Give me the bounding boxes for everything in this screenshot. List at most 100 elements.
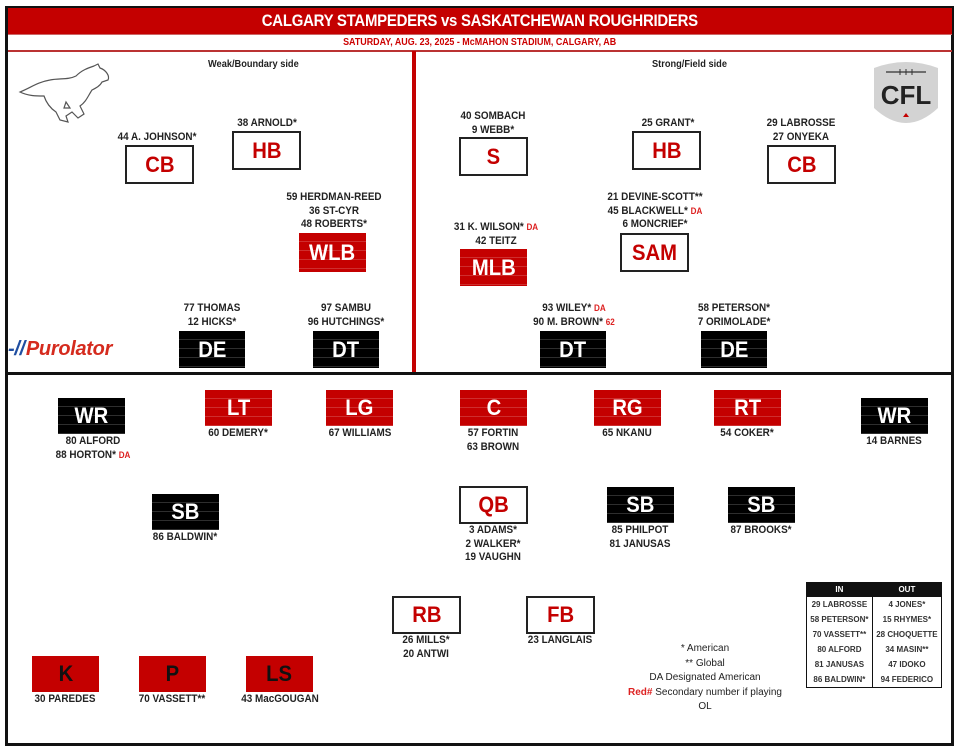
- position-rb[interactable]: RB: [392, 596, 461, 634]
- da-tag: DA: [526, 222, 539, 232]
- player-name: 67 WILLIAMS: [328, 427, 392, 439]
- player-name: 87 BROOKS*: [730, 524, 792, 536]
- player-name: 6 MONCRIEF*: [622, 218, 688, 230]
- position-c[interactable]: C: [460, 390, 527, 426]
- position-fb[interactable]: FB: [526, 596, 595, 634]
- sam-players: 21 DEVINE-SCOTT** 45 BLACKWELL* DA 6 MON…: [592, 191, 718, 232]
- position-wr-right[interactable]: WR: [861, 398, 928, 434]
- position-wr-left[interactable]: WR: [58, 398, 125, 434]
- player-name: 30 PAREDES: [34, 693, 96, 705]
- position-lt[interactable]: LT: [205, 390, 272, 426]
- hb-weak-players: 38 ARNOLD*: [222, 117, 312, 131]
- legend-american: * American: [680, 643, 730, 654]
- player-name: 54 COKER*: [720, 427, 774, 439]
- game-info-text: SATURDAY, AUG. 23, 2025 - McMAHON STADIU…: [343, 36, 617, 48]
- game-info: SATURDAY, AUG. 23, 2025 - McMAHON STADIU…: [8, 34, 952, 52]
- position-label: RG: [612, 395, 643, 420]
- column-header-in: IN: [806, 582, 873, 597]
- position-mlb[interactable]: MLB: [460, 249, 527, 286]
- position-rt[interactable]: RT: [714, 390, 781, 426]
- position-qb[interactable]: QB: [459, 486, 528, 524]
- position-p[interactable]: P: [139, 656, 206, 692]
- player-name: 96 HUTCHINGS*: [307, 315, 385, 328]
- position-label: QB: [478, 492, 509, 517]
- player-name: 36 ST-CYR: [308, 204, 360, 217]
- position-label: P: [165, 661, 180, 686]
- p-players: 70 VASSETT**: [126, 693, 218, 707]
- position-label: HB: [251, 137, 282, 163]
- player-name: 88 HORTON*: [55, 448, 116, 461]
- strong-side-label: Strong/Field side: [652, 58, 727, 70]
- position-rg[interactable]: RG: [594, 390, 661, 426]
- player-name: 86 BALDWIN*: [152, 531, 218, 543]
- player-name: 14 BARNES: [866, 435, 922, 447]
- table-row: 70 VASSETT**28 CHOQUETTE: [806, 627, 943, 642]
- player-name: 3 ADAMS*: [468, 524, 518, 536]
- position-k[interactable]: K: [32, 656, 99, 692]
- player-name: 57 FORTIN: [467, 427, 519, 439]
- player-name: 20 ANTWI: [403, 647, 449, 660]
- s-players: 40 SOMBACH 9 WEBB*: [446, 110, 540, 137]
- player-name: 40 SOMBACH: [460, 110, 526, 122]
- fb-players: 23 LANGLAIS: [514, 634, 606, 648]
- wr-right-players: 14 BARNES: [848, 435, 940, 449]
- c-players: 57 FORTIN 63 BROWN: [447, 427, 539, 454]
- position-label: C: [486, 395, 501, 420]
- player-name: 23 LANGLAIS: [527, 634, 593, 646]
- position-hb-strong[interactable]: HB: [632, 131, 701, 170]
- position-dt-strong[interactable]: DT: [540, 331, 606, 368]
- player-name: 26 MILLS*: [402, 634, 450, 646]
- player-name: 38 ARNOLD*: [237, 117, 297, 129]
- position-sb-mid[interactable]: SB: [607, 487, 674, 523]
- da-tag: DA: [690, 205, 703, 216]
- position-label: HB: [651, 137, 682, 163]
- purolator-logo: -//Purolator: [8, 338, 112, 361]
- lt-players: 60 DEMERY*: [192, 427, 284, 441]
- player-name: 42 TEITZ: [475, 234, 517, 247]
- player-name: 90 M. BROWN*: [533, 315, 604, 328]
- position-cb-weak[interactable]: CB: [125, 145, 194, 184]
- position-label: WLB: [309, 239, 356, 265]
- de-weak-players: 77 THOMAS 12 HICKS*: [166, 302, 258, 329]
- player-name: 59 HERDMAN-REED: [286, 191, 382, 203]
- position-hb-weak[interactable]: HB: [232, 131, 301, 170]
- out-player: 15 RHYMES*: [871, 612, 943, 627]
- legend-designated-american: DA Designated American: [649, 672, 761, 683]
- position-s[interactable]: S: [459, 137, 528, 176]
- out-player: 4 JONES*: [871, 596, 943, 612]
- in-player: 81 JANUSAS: [806, 657, 873, 672]
- player-name: 93 WILEY*: [542, 302, 592, 314]
- position-de-weak[interactable]: DE: [179, 331, 245, 368]
- cfl-logo-text: CFL: [881, 80, 932, 110]
- position-de-strong[interactable]: DE: [701, 331, 767, 368]
- player-name: 12 HICKS*: [187, 315, 237, 328]
- player-name: 21 DEVINE-SCOTT**: [607, 191, 703, 203]
- cb-strong-players: 29 LABROSSE 27 ONYEKA: [754, 117, 848, 144]
- position-cb-strong[interactable]: CB: [767, 145, 836, 184]
- position-sb-left[interactable]: SB: [152, 494, 219, 530]
- position-label: LG: [345, 395, 374, 420]
- position-label: DT: [559, 336, 587, 362]
- position-sam[interactable]: SAM: [620, 233, 689, 272]
- position-label: DE: [197, 336, 227, 362]
- position-label: CB: [144, 151, 175, 177]
- weak-side-label: Weak/Boundary side: [208, 58, 299, 70]
- player-name: 44 A. JOHNSON*: [117, 131, 197, 143]
- dt-weak-players: 97 SAMBU 96 HUTCHINGS*: [300, 302, 392, 329]
- position-dt-weak[interactable]: DT: [313, 331, 379, 368]
- table-row: 86 BALDWIN*94 FEDERICO: [806, 672, 943, 688]
- player-name: 25 GRANT*: [641, 117, 695, 129]
- position-label: WR: [74, 403, 109, 428]
- player-name: 43 MacGOUGAN: [241, 693, 319, 705]
- position-wlb[interactable]: WLB: [299, 233, 366, 272]
- position-label: SAM: [632, 239, 677, 265]
- k-players: 30 PAREDES: [19, 693, 111, 707]
- position-ls[interactable]: LS: [246, 656, 313, 692]
- position-sb-right[interactable]: SB: [728, 487, 795, 523]
- position-label: SB: [171, 499, 200, 524]
- page-title: CALGARY STAMPEDERS vs SASKATCHEWAN ROUGH…: [8, 8, 952, 34]
- position-lg[interactable]: LG: [326, 390, 393, 426]
- position-label: FB: [547, 602, 574, 627]
